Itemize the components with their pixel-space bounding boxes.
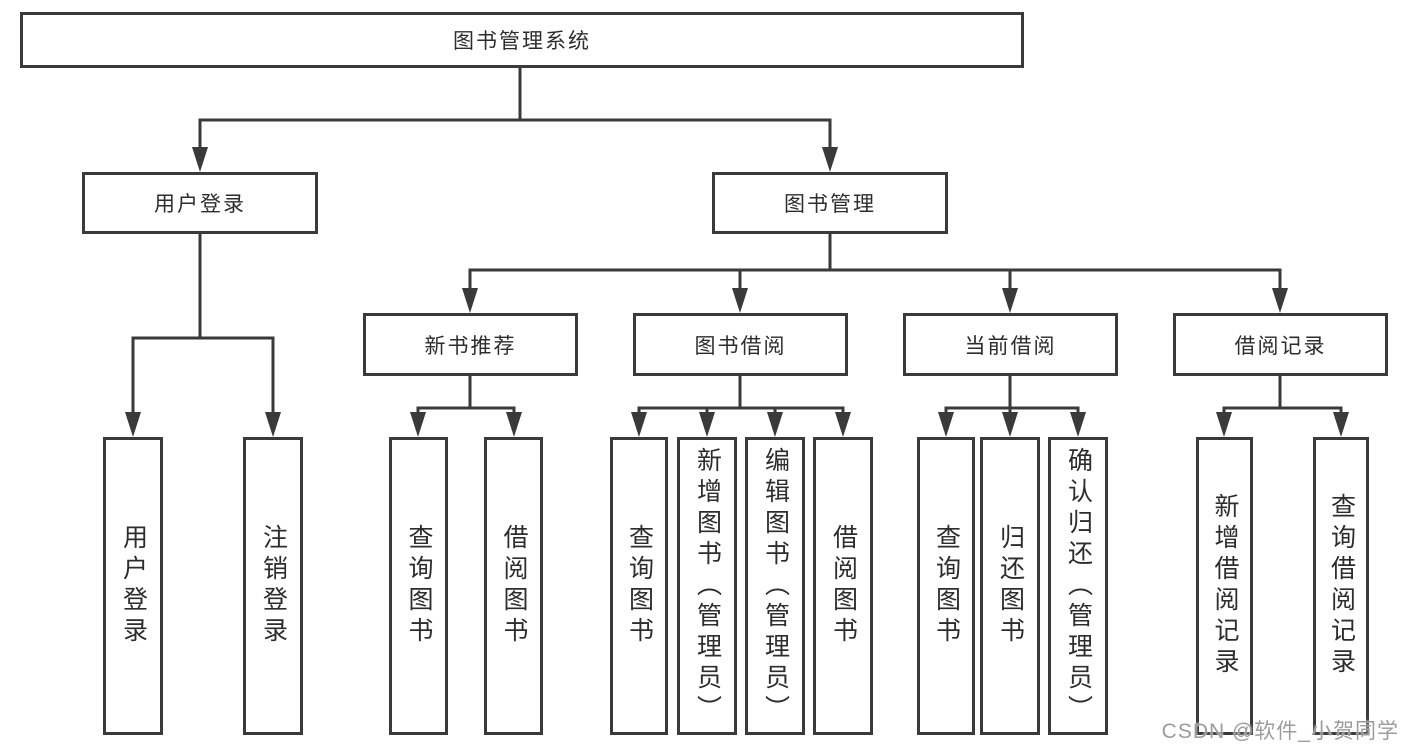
- node-leaf-user-login: 用户登录: [103, 437, 163, 735]
- node-root-system: 图书管理系统: [20, 12, 1024, 68]
- book-mgmt-connector: [462, 234, 1288, 313]
- node-leaf-newbooks-query: 查询图书: [389, 437, 448, 735]
- borrow-records-connector: [1216, 376, 1349, 437]
- user-login-connector: [125, 234, 281, 437]
- node-leaf-borrow-edit: 编辑图书（管理员）: [745, 437, 805, 735]
- node-leaf-borrow-query: 查询图书: [610, 437, 668, 735]
- node-leaf-newbooks-borrow: 借阅图书: [484, 437, 543, 735]
- node-book-mgmt: 图书管理: [712, 172, 948, 234]
- current-borrow-connector: [938, 376, 1086, 437]
- node-leaf-current-query: 查询图书: [917, 437, 975, 735]
- node-leaf-borrow-borrow: 借阅图书: [813, 437, 873, 735]
- node-leaf-logout: 注销登录: [243, 437, 303, 735]
- node-leaf-current-confirm-return: 确认归还（管理员）: [1048, 437, 1108, 735]
- node-leaf-records-query: 查询借阅记录: [1313, 437, 1369, 735]
- root-to-level2-connector: [192, 68, 838, 172]
- node-book-borrow: 图书借阅: [633, 313, 848, 376]
- node-current-borrow: 当前借阅: [903, 313, 1118, 376]
- node-user-login: 用户登录: [82, 172, 318, 234]
- node-new-books: 新书推荐: [363, 313, 578, 376]
- book-borrow-connector: [631, 376, 851, 437]
- new-books-connector: [410, 376, 522, 437]
- node-leaf-current-return: 归还图书: [980, 437, 1040, 735]
- node-leaf-records-add: 新增借阅记录: [1196, 437, 1253, 735]
- node-borrow-records: 借阅记录: [1173, 313, 1388, 376]
- watermark: CSDN @软件_小贺同学: [1161, 720, 1399, 743]
- node-leaf-borrow-add: 新增图书（管理员）: [677, 437, 737, 735]
